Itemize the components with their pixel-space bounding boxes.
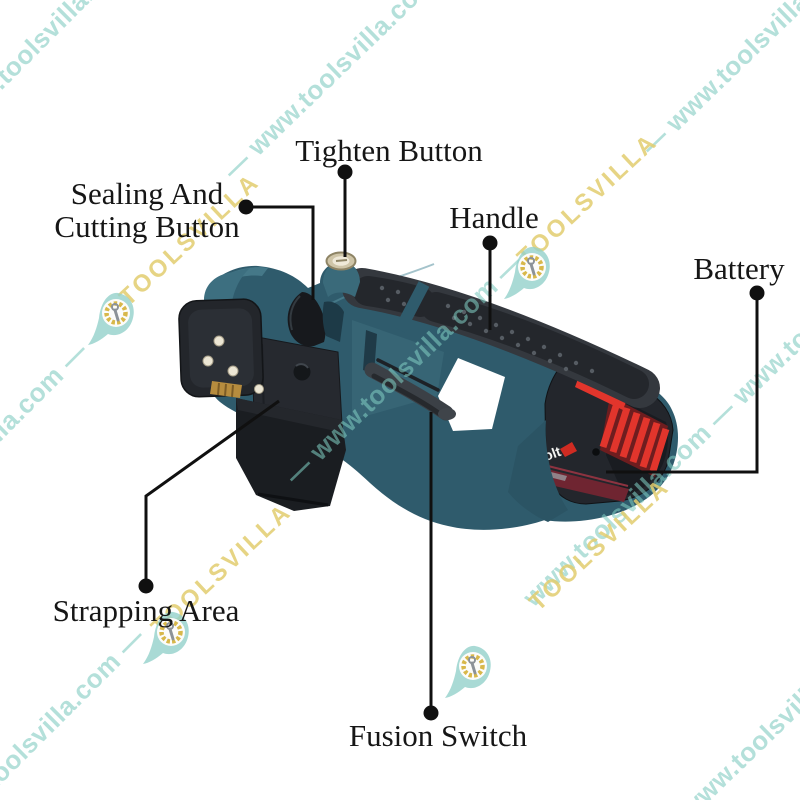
toolsvilla-pin-logo — [143, 611, 189, 664]
handle-dot — [482, 235, 498, 251]
sealing-lever — [287, 292, 326, 347]
label-sealing-line1: Sealing And — [70, 176, 224, 211]
label-sealing-line2: Cutting Button — [54, 209, 240, 244]
sealing-unit — [178, 292, 346, 511]
toolsvilla-pin-logo — [445, 645, 491, 698]
label-sealing-cutting-button: Sealing And Cutting Button — [54, 177, 239, 243]
sealing-leader-line — [246, 205, 315, 300]
label-tighten-button: Tighten Button — [295, 133, 483, 168]
fusion-dot — [423, 705, 439, 721]
battery-vents — [600, 396, 668, 477]
label-battery: Battery — [693, 251, 785, 286]
strapping-leader-line — [144, 399, 280, 586]
fusion-switch-lever — [364, 362, 456, 421]
sealing-dot — [238, 199, 254, 215]
toolsvilla-pin-logo — [88, 292, 134, 345]
tighten-dot — [337, 164, 353, 180]
strapping-dot — [138, 578, 154, 594]
tighten-button-part — [323, 251, 360, 297]
label-fusion-switch: Fusion Switch — [348, 718, 528, 753]
battery-leader-line — [606, 293, 759, 474]
label-handle: Handle — [449, 200, 539, 235]
label-strapping-area: Strapping Area — [52, 593, 240, 628]
handle-grip — [342, 268, 660, 408]
screws — [202, 335, 264, 394]
battery-dot — [749, 285, 765, 301]
toolsvilla-pin-logo — [504, 246, 550, 299]
